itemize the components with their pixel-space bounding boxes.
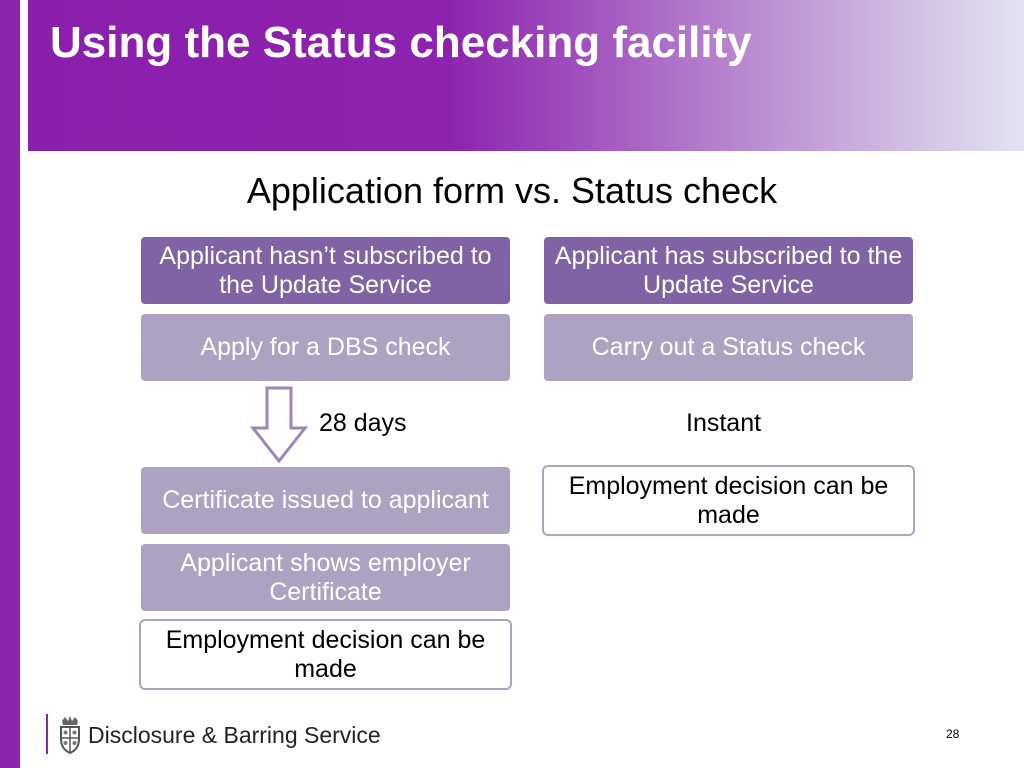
left-step1-box: Apply for a DBS check	[141, 314, 510, 381]
down-arrow-icon	[250, 386, 308, 464]
right-duration-label: Instant	[686, 409, 762, 437]
right-header-box: Applicant has subscribed to the Update S…	[544, 237, 913, 304]
organisation-name: Disclosure & Barring Service	[88, 722, 381, 748]
left-step3-box: Applicant shows employer Certificate	[141, 544, 510, 611]
left-accent-bar	[0, 0, 20, 768]
slide-subtitle: Application form vs. Status check	[246, 170, 778, 211]
right-outcome-box: Employment decision can be made	[542, 465, 915, 536]
left-outcome-box: Employment decision can be made	[139, 619, 512, 690]
left-duration-label: 28 days	[319, 409, 407, 437]
footer-divider	[46, 714, 48, 754]
slide-title: Using the Status checking facility	[50, 18, 752, 67]
page-number: 28	[946, 727, 960, 741]
left-step2-box: Certificate issued to applicant	[141, 467, 510, 534]
right-step1-box: Carry out a Status check	[544, 314, 913, 381]
title-banner	[28, 0, 1024, 151]
crest-icon	[60, 716, 80, 755]
left-header-box: Applicant hasn’t subscribed to the Updat…	[141, 237, 510, 304]
